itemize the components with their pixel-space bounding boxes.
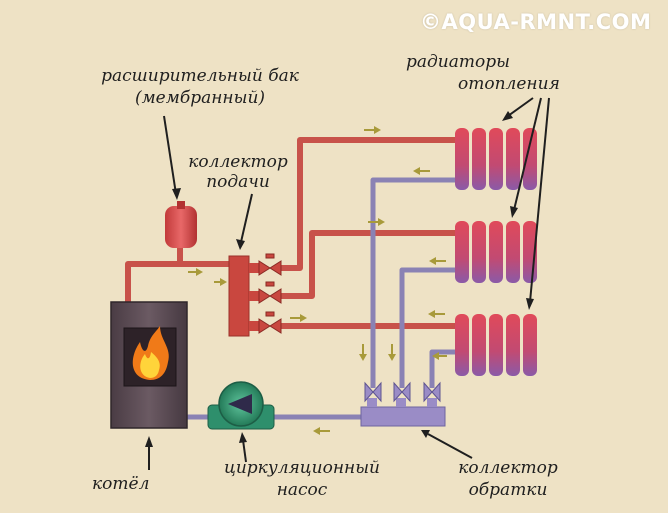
flow-arrow-icon <box>388 344 396 361</box>
flame-icon <box>132 326 169 380</box>
valve-icon <box>258 311 282 334</box>
flow-arrow-icon <box>359 344 367 361</box>
valve-icon <box>423 381 441 403</box>
expansion-tank-label-line1: расширительный бак <box>101 66 299 86</box>
boiler-supply-pipe <box>125 261 232 302</box>
flow-arrows <box>188 126 447 435</box>
flow-arrow-icon <box>428 310 445 318</box>
return-collector-label-line2: обратки <box>468 480 548 500</box>
supply-line-1 <box>280 137 460 271</box>
radiator-icon <box>455 128 537 190</box>
return-valves <box>364 381 441 403</box>
return-collector-label-line1: коллектор <box>458 458 558 478</box>
supply-valves <box>258 253 282 334</box>
flow-arrow-icon <box>313 427 330 435</box>
flow-arrow-icon <box>429 257 446 265</box>
radiators-label-line1: радиаторы <box>406 52 510 72</box>
return-collector <box>360 398 446 427</box>
flow-arrow-icon <box>364 126 381 134</box>
boiler-label: котёл <box>92 474 150 494</box>
flow-arrow-icon <box>413 167 430 175</box>
return-line-1 <box>370 177 460 388</box>
valve-icon <box>393 381 411 403</box>
supply-pipes <box>125 137 460 329</box>
supply-collector-label-line1: коллектор <box>188 152 288 172</box>
pump-label-line2: насос <box>276 480 328 500</box>
watermark: ©AQUA-RMNT.COM <box>420 10 652 34</box>
radiator-icon <box>455 221 537 283</box>
return-line-2 <box>399 267 460 388</box>
return-line-3 <box>429 349 460 388</box>
valve-icon <box>258 253 282 276</box>
valve-icon <box>364 381 382 403</box>
flow-arrow-icon <box>188 268 203 276</box>
pump-icon <box>207 381 275 430</box>
valve-icon <box>258 281 282 304</box>
expansion-tank <box>165 201 197 248</box>
return-pipes <box>186 177 460 420</box>
boiler <box>110 301 188 429</box>
flow-arrow-icon <box>214 278 227 286</box>
flow-arrow-icon <box>368 218 385 226</box>
flow-arrow-icon <box>432 352 447 360</box>
expansion-tank-label-line2: (мембранный) <box>134 88 266 108</box>
supply-collector-label-line2: подачи <box>206 172 270 192</box>
radiator-icon <box>455 314 537 376</box>
supply-collector <box>228 255 259 337</box>
supply-line-2 <box>280 230 460 299</box>
pump-label-line1: циркуляционный <box>223 458 381 478</box>
flow-arrow-icon <box>290 314 307 322</box>
leader-lines <box>145 97 550 470</box>
radiators-label-line2: отопления <box>458 74 560 94</box>
